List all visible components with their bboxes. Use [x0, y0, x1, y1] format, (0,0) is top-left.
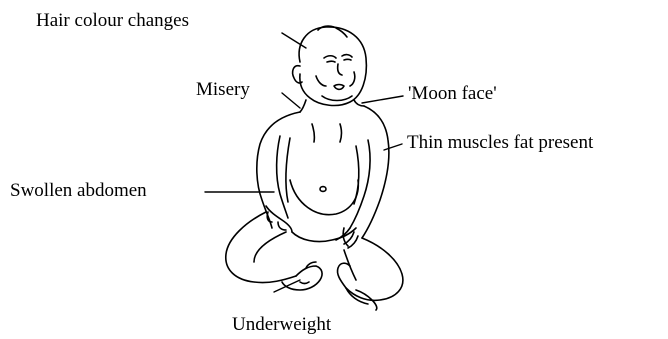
- leader-misery: [282, 93, 300, 108]
- body: [257, 100, 389, 238]
- label-swollen-abdomen: Swollen abdomen: [10, 180, 147, 202]
- leader-thin-muscles: [384, 144, 402, 150]
- legs: [226, 212, 403, 310]
- label-moon-face: 'Moon face': [408, 83, 497, 105]
- label-hair-colour-changes: Hair colour changes: [36, 10, 189, 32]
- label-misery: Misery: [196, 79, 250, 101]
- label-thin-muscles: Thin muscles fat present: [407, 132, 593, 154]
- label-underweight: Underweight: [232, 314, 331, 336]
- leader-lines: [205, 33, 403, 292]
- head: [293, 26, 367, 105]
- leader-moon-face: [362, 96, 403, 103]
